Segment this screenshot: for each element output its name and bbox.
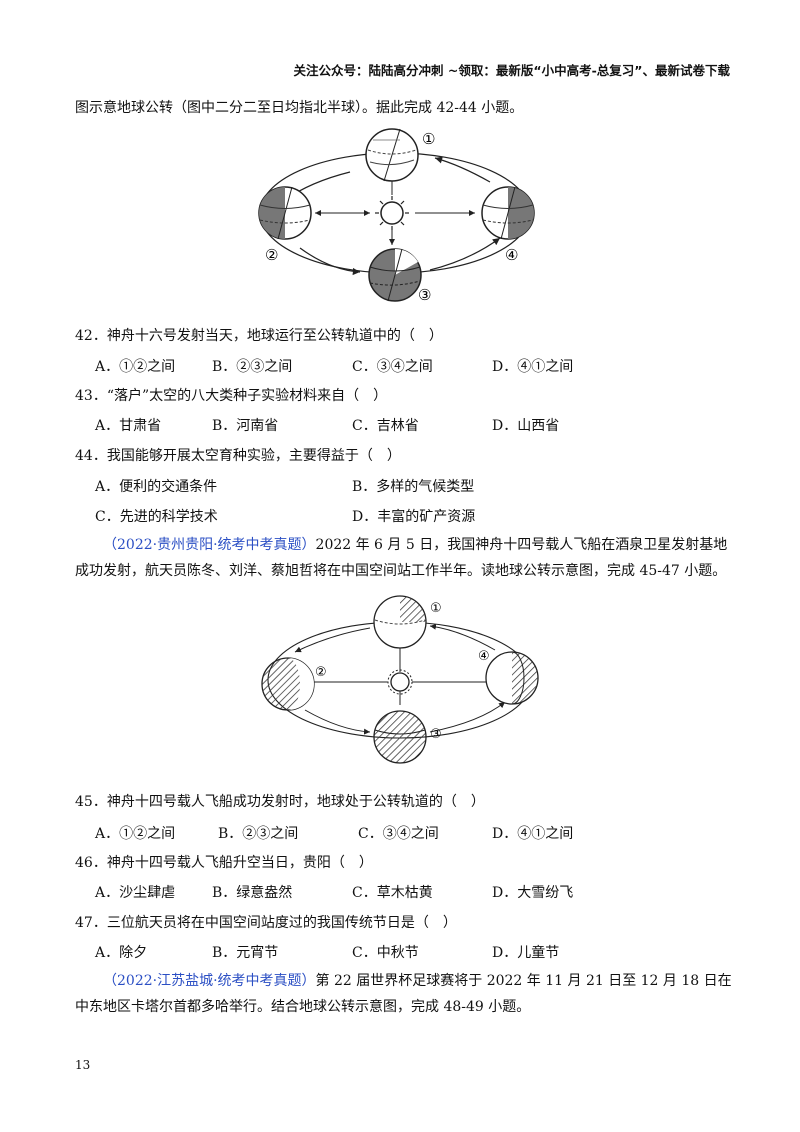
sun-icon [375, 196, 409, 230]
passage-2: （2022·贵州贵阳·统考中考真题）2022 年 6 月 5 日，我国神舟十四号… [75, 532, 735, 584]
q44-option-a[interactable]: A．便利的交通条件 [95, 479, 218, 495]
earth-position-2 [258, 186, 312, 240]
q45-stem: 45．神舟十四号载人飞船成功发射时，地球处于公转轨道的（ ） [75, 794, 485, 810]
earth-position-1 [373, 595, 427, 649]
q45-option-d[interactable]: D．④①之间 [492, 826, 574, 842]
page-header: 关注公众号：陆陆高分冲刺 ~领取：最新版“小中高考-总复习”、最新试卷下载 [293, 63, 730, 78]
label-4: ④ [478, 649, 490, 664]
q42-stem: 42．神舟十六号发射当天，地球运行至公转轨道中的（ ） [75, 328, 443, 344]
passage-3-text: 第 22 届世界杯足球赛将于 2022 年 11 月 21 日至 12 月 18… [75, 973, 732, 1015]
q44-option-c[interactable]: C．先进的科学技术 [95, 509, 218, 525]
q43-stem: 43．“落户”太空的八大类种子实验材料来自（ ） [75, 388, 388, 404]
passage-3-source: （2022·江苏盐城·统考中考真题） [103, 973, 316, 989]
q46-option-d[interactable]: D．大雪纷飞 [492, 885, 574, 901]
q43-option-b[interactable]: B．河南省 [212, 418, 279, 434]
q47-option-d[interactable]: D．儿童节 [492, 945, 560, 961]
intro-text: 图示意地球公转（图中二分二至日均指北半球）。据此完成 42-44 小题。 [75, 100, 524, 116]
label-1: ① [430, 601, 442, 616]
q44-option-d[interactable]: D．丰富的矿产资源 [352, 509, 476, 525]
passage-2-text: 2022 年 6 月 5 日，我国神舟十四号载人飞船在酒泉卫星发射基地成功发射，… [75, 537, 728, 579]
q47-option-a[interactable]: A．除夕 [95, 945, 148, 961]
earth-position-2 [261, 657, 315, 711]
q45-option-b[interactable]: B．②③之间 [218, 826, 299, 842]
q42-option-c[interactable]: C．③④之间 [352, 359, 433, 375]
earth-position-3 [373, 710, 427, 764]
q44-option-b[interactable]: B．多样的气候类型 [352, 479, 475, 495]
sun-icon [387, 669, 413, 695]
passage-2-source: （2022·贵州贵阳·统考中考真题） [103, 537, 316, 553]
earth-position-4 [481, 186, 535, 240]
label-3: ③ [418, 286, 431, 304]
q46-option-b[interactable]: B．绿意盎然 [212, 885, 293, 901]
earth-revolution-diagram-1: ① ② ③ ④ [258, 128, 535, 304]
q43-option-d[interactable]: D．山西省 [492, 418, 560, 434]
q45-option-a[interactable]: A．①②之间 [95, 826, 176, 842]
q43-option-a[interactable]: A．甘肃省 [95, 418, 162, 434]
q46-stem: 46．神舟十四号载人飞船升空当日，贵阳（ ） [75, 855, 373, 871]
passage-3: （2022·江苏盐城·统考中考真题）第 22 届世界杯足球赛将于 2022 年 … [75, 968, 735, 1020]
q46-option-c[interactable]: C．草木枯黄 [352, 885, 433, 901]
label-3: ③ [430, 727, 442, 742]
q47-option-c[interactable]: C．中秋节 [352, 945, 419, 961]
q46-option-a[interactable]: A．沙尘肆虐 [95, 885, 176, 901]
earth-position-1 [365, 128, 419, 182]
q42-option-a[interactable]: A．①②之间 [95, 359, 176, 375]
earth-position-3 [368, 248, 422, 302]
q43-option-c[interactable]: C．吉林省 [352, 418, 419, 434]
page-number: 13 [75, 1058, 91, 1072]
q47-option-b[interactable]: B．元宵节 [212, 945, 279, 961]
earth-position-4 [485, 651, 539, 705]
q42-option-b[interactable]: B．②③之间 [212, 359, 293, 375]
label-4: ④ [505, 246, 518, 264]
label-1: ① [422, 130, 435, 148]
label-2: ② [265, 246, 278, 264]
earth-revolution-diagram-2: ① ② ③ ④ [261, 595, 539, 764]
label-2: ② [315, 665, 327, 680]
q45-option-c[interactable]: C．③④之间 [358, 826, 439, 842]
q42-option-d[interactable]: D．④①之间 [492, 359, 574, 375]
q44-stem: 44．我国能够开展太空育种实验，主要得益于（ ） [75, 448, 401, 464]
q47-stem: 47．三位航天员将在中国空间站度过的我国传统节日是（ ） [75, 915, 457, 931]
